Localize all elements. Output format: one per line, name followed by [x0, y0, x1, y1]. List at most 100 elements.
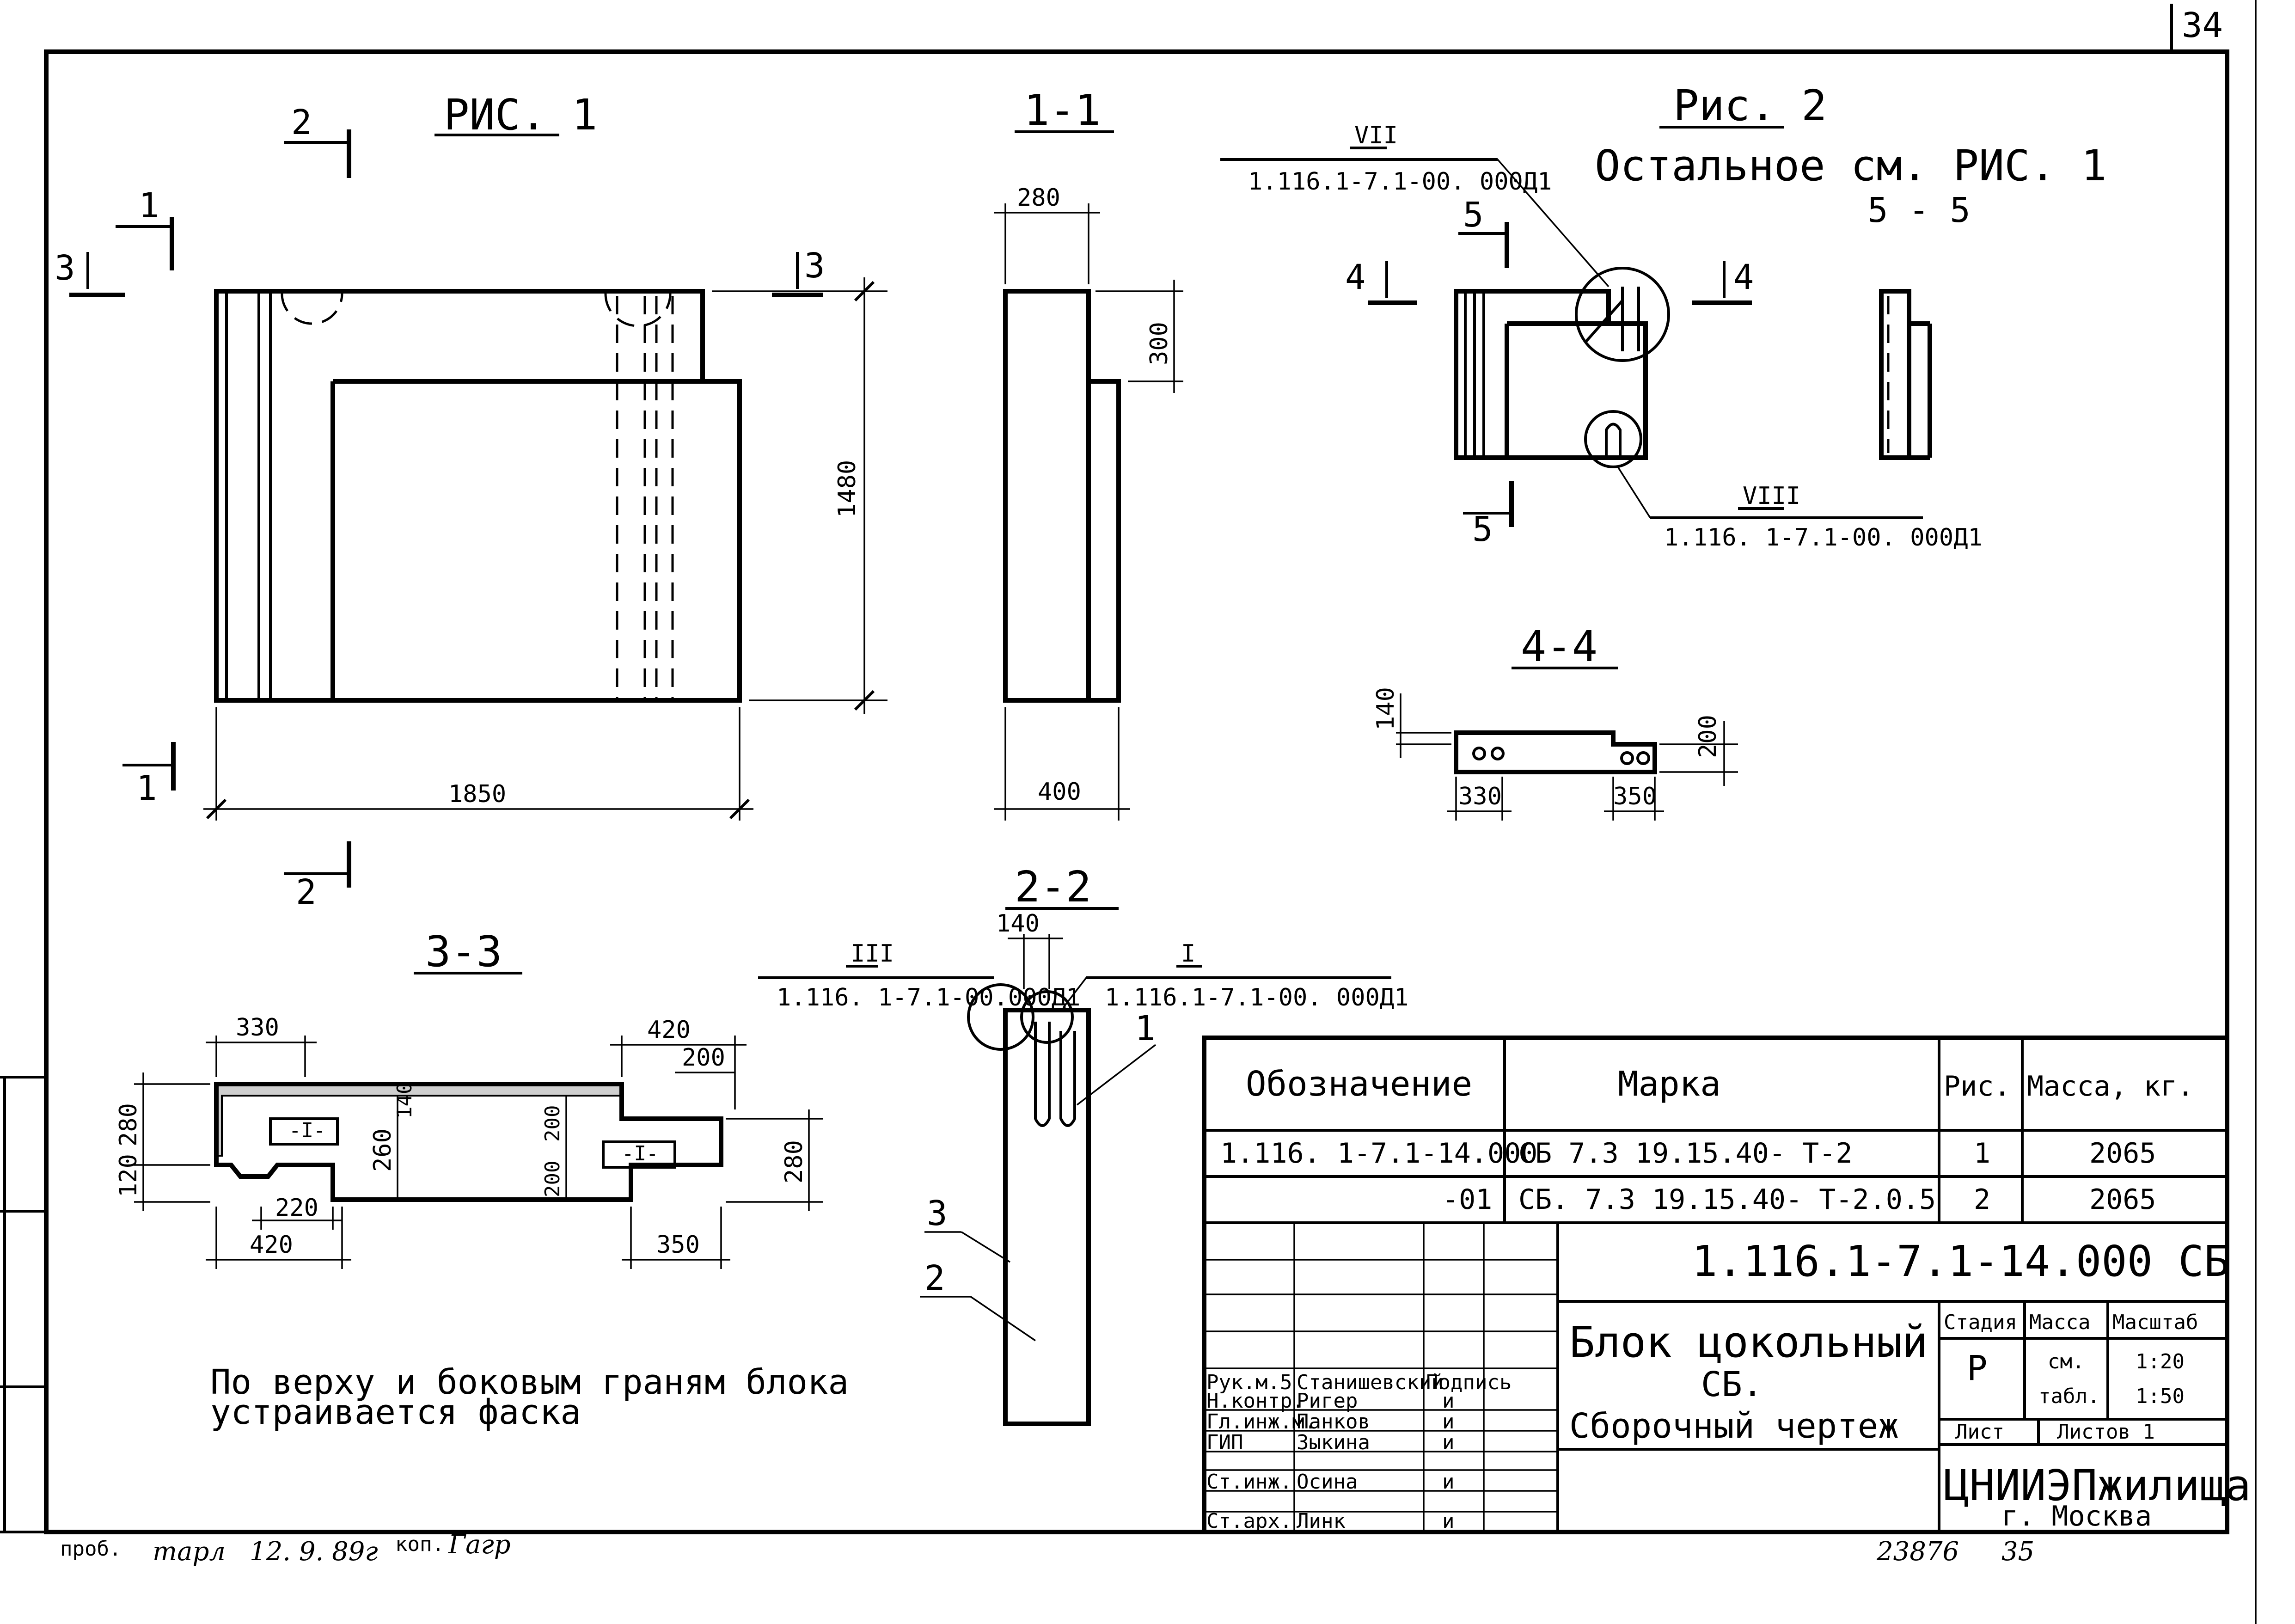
spec-header-mass: Масса, кг. — [2027, 1070, 2194, 1103]
spec-row2-fig: 2 — [1974, 1183, 1990, 1216]
cut-mark-3-right: 3 — [804, 246, 825, 286]
tb-mass-l1: см. — [2048, 1350, 2084, 1373]
tb-sheet-header: Лист — [1955, 1420, 2004, 1444]
callout-vii-roman: VII — [1354, 122, 1398, 149]
sec11-title: 1-1 — [1024, 86, 1101, 135]
tb-stage-header: Стадия — [1944, 1311, 2017, 1334]
fig1-view: РИС. 1 1850 1480 2 1 3 — [55, 90, 887, 912]
sig-name-2: Ригер — [1297, 1389, 1358, 1413]
sig-sign-5: и — [1442, 1470, 1455, 1494]
sig-name-4: Зыкина — [1297, 1431, 1370, 1454]
tb-title-l2: СБ. — [1701, 1365, 1763, 1404]
sig-role-1: Рук.м.5 — [1206, 1371, 1292, 1394]
sec33-350-dim: 350 — [656, 1231, 700, 1259]
signatures-table: Рук.м.5 Станишевский Подпись Н.контр. Ри… — [1204, 1223, 1558, 1533]
sec33-280-left-dim: 280 — [115, 1103, 142, 1146]
callout-iii-ref: 1.116. 1-7.1-00.000Д1 — [777, 984, 1080, 1011]
general-note: По верху и боковым граням блока устраива… — [210, 1362, 849, 1432]
sec33-200-top-dim: 200 — [682, 1044, 725, 1072]
sig-role-6: Ст.арх. — [1206, 1509, 1292, 1533]
callout-viii-roman: VIII — [1743, 482, 1800, 510]
tb-mass-l2: табл. — [2038, 1385, 2099, 1408]
sec33-120-dim: 120 — [115, 1154, 142, 1197]
tb-sheets-header: Листов 1 — [2057, 1420, 2155, 1444]
spec-header-mark: Марка — [1618, 1064, 1721, 1104]
spec-row1-mark: СБ 7.3 19.15.40- Т-2 — [1518, 1137, 1852, 1170]
sig-role-5: Ст.инж. — [1206, 1470, 1292, 1494]
tb-scale-header: Масштаб — [2112, 1311, 2198, 1334]
sig-role-3: Гл.инж.м. — [1206, 1410, 1316, 1434]
spec-row2-mark: СБ. 7.3 19.15.40- Т-2.0.5 — [1518, 1183, 1936, 1216]
sec33-insert-left: -I- — [289, 1119, 325, 1142]
sec33-420-top-dim: 420 — [647, 1016, 691, 1044]
sig-name-6: Линк — [1297, 1509, 1346, 1533]
fig2-cut-5-bottom: 5 — [1472, 509, 1493, 549]
sig-sign-2: и — [1442, 1389, 1455, 1413]
cut-mark-1-top: 1 — [139, 186, 159, 226]
callout-i-roman: I — [1181, 940, 1195, 968]
tb-scale-l1: 1:20 — [2136, 1350, 2185, 1373]
fig1-width-dim: 1850 — [448, 780, 506, 808]
sec33-insert-right: -I- — [622, 1142, 658, 1165]
sig-role-4: ГИП — [1206, 1431, 1243, 1454]
page-number: 35 — [2001, 1537, 2034, 1567]
sec44-title: 4-4 — [1521, 622, 1597, 671]
fig2-title: Рис. 2 — [1673, 81, 1827, 130]
fig2-view: Рис. 2 Остальное см. РИС. 1 5 - 5 5 4 4 … — [1220, 81, 2107, 552]
check-sign: тарл — [153, 1537, 226, 1567]
sec44-w1-dim: 330 — [1458, 783, 1502, 810]
sec33-280-right-dim: 280 — [780, 1140, 808, 1183]
tb-city: г. Москва — [2001, 1500, 2152, 1532]
sec44-w2-dim: 350 — [1613, 783, 1657, 810]
section-4-4: 4-4 140 200 330 350 — [1372, 622, 1738, 821]
pos-1-label: 1 — [1135, 1009, 1156, 1048]
pos-2-label: 2 — [924, 1258, 945, 1298]
note-line-1: По верху и боковым граням блока — [210, 1362, 849, 1402]
copy-sign: Гагр — [448, 1530, 511, 1560]
cut-mark-3-left: 3 — [55, 248, 75, 288]
copy-label: коп. — [395, 1532, 444, 1556]
cut-mark-2-top: 2 — [291, 103, 312, 142]
tb-title-l3: Сборочный чертеж — [1569, 1406, 1899, 1446]
callout-vii-ref: 1.116.1-7.1-00. 000Д1 — [1248, 168, 1552, 196]
spec-table: Обозначение Марка Рис. Масса, кг. 1.116.… — [1202, 1036, 2229, 1534]
fig2-cut-4-left: 4 — [1345, 257, 1366, 297]
sec33-140-dim: 140 — [393, 1082, 416, 1119]
sec44-h1-dim: 140 — [1372, 687, 1400, 730]
section-3-3: 3-3 -I- -I- 330 420 200 280 120 260 140 … — [115, 927, 823, 1269]
spec-row2-mass: 2065 — [2089, 1183, 2156, 1216]
sec11-top-dim: 280 — [1017, 184, 1060, 212]
sig-sign-3: и — [1442, 1410, 1455, 1434]
callout-i-ref: 1.116.1-7.1-00. 000Д1 — [1105, 984, 1408, 1011]
sig-name-1: Станишевский — [1297, 1371, 1444, 1394]
sheet-number: 34 — [2182, 6, 2223, 45]
sec33-title: 3-3 — [425, 927, 502, 976]
sec33-420-bot-dim: 420 — [250, 1231, 293, 1259]
sec11-step-dim: 300 — [1145, 322, 1173, 365]
check-label: проб. — [60, 1537, 121, 1561]
section-1-1: 1-1 280 300 400 — [994, 86, 1183, 821]
sec33-260-dim: 260 — [369, 1128, 397, 1172]
tb-org: ЦНИИЭПжилища — [1944, 1461, 2251, 1510]
sig-role-2: Н.контр. — [1206, 1389, 1304, 1413]
spec-header-designation: Обозначение — [1246, 1064, 1472, 1104]
spec-row1-fig: 1 — [1974, 1137, 1990, 1170]
fig2-cut-5-top: 5 — [1463, 195, 1484, 235]
sig-name-3: Панков — [1297, 1410, 1370, 1434]
sec55-title: 5 - 5 — [1867, 190, 1971, 230]
cut-mark-2-bottom: 2 — [296, 872, 317, 912]
sec33-200-mid-dim: 200 — [541, 1105, 564, 1142]
callout-viii-ref: 1.116. 1-7.1-00. 000Д1 — [1664, 524, 1983, 552]
spec-row1-designation: 1.116. 1-7.1-14.000 — [1220, 1137, 1537, 1170]
tb-title-l1: Блок цокольный — [1569, 1318, 1928, 1367]
sig-sign-4: и — [1442, 1431, 1455, 1454]
fig1-height-dim: 1480 — [833, 460, 861, 518]
sec33-200-low-dim: 200 — [541, 1161, 564, 1197]
sec11-bottom-dim: 400 — [1038, 778, 1081, 806]
sec22-top-dim: 140 — [996, 910, 1040, 938]
sec44-h2-dim: 200 — [1694, 715, 1722, 758]
title-block: 1.116.1-7.1-14.000 СБ Блок цокольный СБ.… — [1204, 1223, 2251, 1532]
sec33-330-dim: 330 — [236, 1014, 279, 1042]
tb-stage-value: Р — [1967, 1348, 1988, 1388]
